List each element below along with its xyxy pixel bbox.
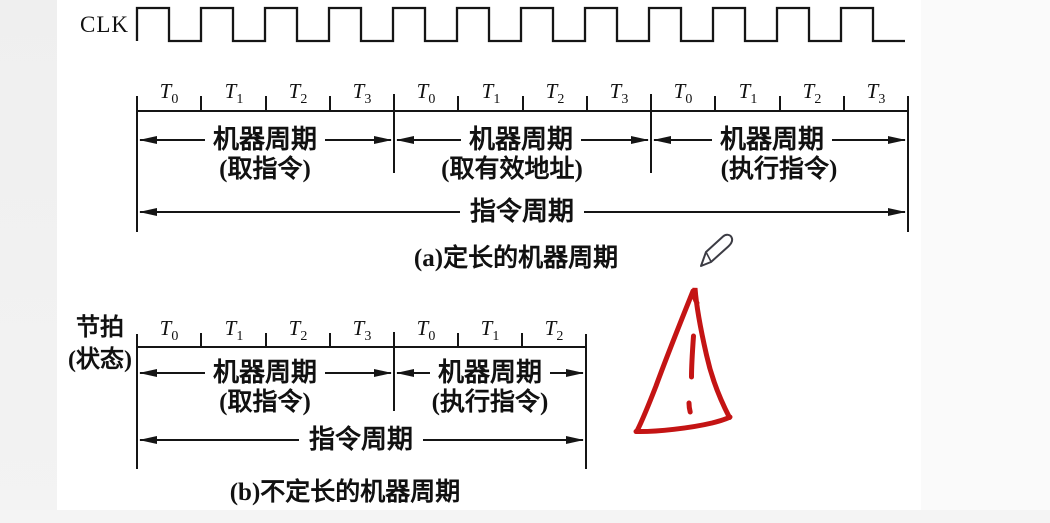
clk-label: CLK bbox=[80, 12, 129, 37]
machine-cycle-dividers-a bbox=[393, 94, 652, 173]
t-state-label: T0 bbox=[159, 79, 179, 108]
machine-cycle-title: 机器周期 bbox=[429, 359, 551, 387]
t-state-label: T2 bbox=[288, 79, 308, 108]
t-state-label: T1 bbox=[224, 316, 244, 345]
t-state-label: T3 bbox=[352, 79, 372, 108]
pencil-icon bbox=[700, 233, 734, 267]
t-state-label: T0 bbox=[416, 79, 436, 108]
t-state-label: T0 bbox=[416, 316, 436, 345]
machine-cycle-phase: (取指令) bbox=[219, 389, 311, 416]
machine-cycle-phase: (执行指令) bbox=[431, 389, 549, 416]
machine-cycle-phase: (取有效地址) bbox=[441, 156, 583, 183]
machine-cycle-title: 机器周期 bbox=[460, 126, 582, 154]
instruction-cycle-label-a: 指令周期 bbox=[459, 198, 585, 226]
t-state-label: T1 bbox=[480, 316, 500, 345]
t-state-ticks-a bbox=[200, 96, 845, 111]
t-state-label: T3 bbox=[352, 316, 372, 345]
t-state-label: T0 bbox=[673, 79, 693, 108]
caption-b: (b)不定长的机器周期 bbox=[229, 479, 461, 506]
t-state-label: T1 bbox=[224, 79, 244, 108]
t-state-label: T2 bbox=[545, 79, 565, 108]
exclamation-dot bbox=[686, 400, 693, 415]
machine-cycle-phase: (取指令) bbox=[219, 156, 311, 183]
clk-waveform bbox=[135, 6, 905, 43]
machine-cycle-phase: (执行指令) bbox=[720, 156, 838, 183]
exclamation-bar bbox=[689, 333, 696, 380]
machine-cycle-title: 机器周期 bbox=[711, 126, 833, 154]
t-state-label: T1 bbox=[738, 79, 758, 108]
warning-triangle-annotation bbox=[633, 287, 733, 435]
instruction-cycle-label-b: 指令周期 bbox=[298, 426, 424, 454]
machine-cycle-title: 机器周期 bbox=[204, 126, 326, 154]
t-state-label: T2 bbox=[544, 316, 564, 345]
t-state-label: T3 bbox=[866, 79, 886, 108]
caption-a: (a)定长的机器周期 bbox=[413, 245, 619, 272]
t-state-label: T1 bbox=[481, 79, 501, 108]
machine-cycle-title: 机器周期 bbox=[204, 359, 326, 387]
t-state-label: T3 bbox=[609, 79, 629, 108]
bottom-margin bbox=[0, 510, 1050, 523]
beat-state-label: 节拍 (状态) bbox=[68, 315, 132, 373]
t-state-label: T2 bbox=[288, 316, 308, 345]
t-state-ticks-b bbox=[200, 333, 523, 347]
left-margin bbox=[0, 0, 57, 523]
t-state-label: T0 bbox=[159, 316, 179, 345]
right-margin bbox=[921, 0, 1050, 523]
t-state-label: T2 bbox=[802, 79, 822, 108]
